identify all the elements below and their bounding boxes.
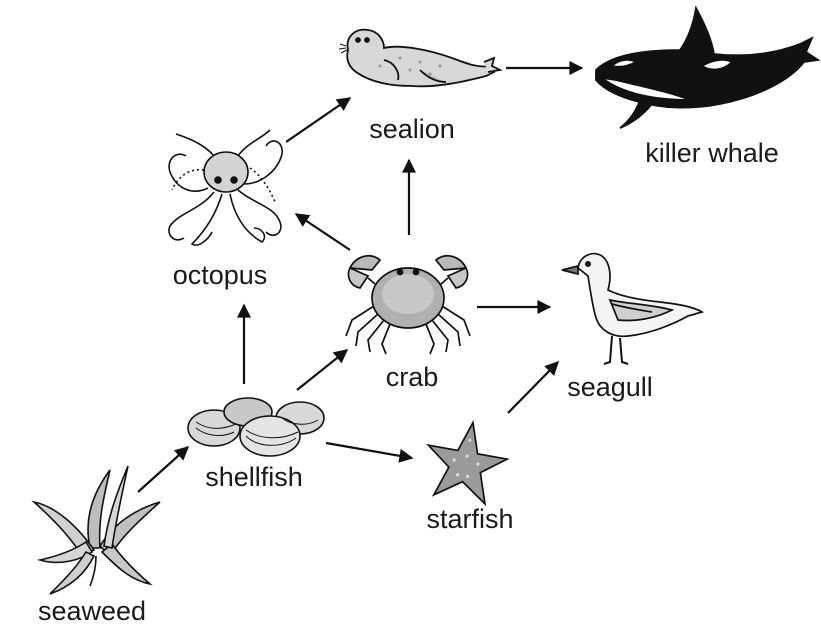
octopus-icon — [164, 128, 286, 248]
starfish-icon — [420, 416, 512, 507]
arrow-starfish-to-seagull — [508, 362, 558, 413]
killer-whale-label: killer whale — [645, 138, 779, 168]
crab-icon — [346, 256, 470, 354]
shellfish-label: shellfish — [205, 462, 303, 492]
seaweed-icon — [34, 466, 160, 594]
shellfish-icon — [188, 398, 324, 456]
arrow-shellfish-to-crab — [297, 350, 347, 390]
sealion-icon — [339, 30, 500, 87]
seagull-icon — [562, 254, 702, 364]
seaweed-label: seaweed — [38, 596, 146, 626]
arrow-shellfish-to-starfish — [326, 443, 412, 458]
starfish-label: starfish — [426, 504, 513, 534]
crab-label: crab — [386, 362, 439, 392]
octopus-label: octopus — [173, 260, 268, 290]
seagull-label: seagull — [567, 372, 653, 402]
killer-whale-icon — [596, 8, 818, 128]
sealion-label: sealion — [369, 114, 455, 144]
arrow-octopus-to-sealion — [286, 98, 350, 142]
arrow-seaweed-to-shellfish — [138, 447, 188, 492]
arrow-crab-to-octopus — [296, 214, 350, 250]
